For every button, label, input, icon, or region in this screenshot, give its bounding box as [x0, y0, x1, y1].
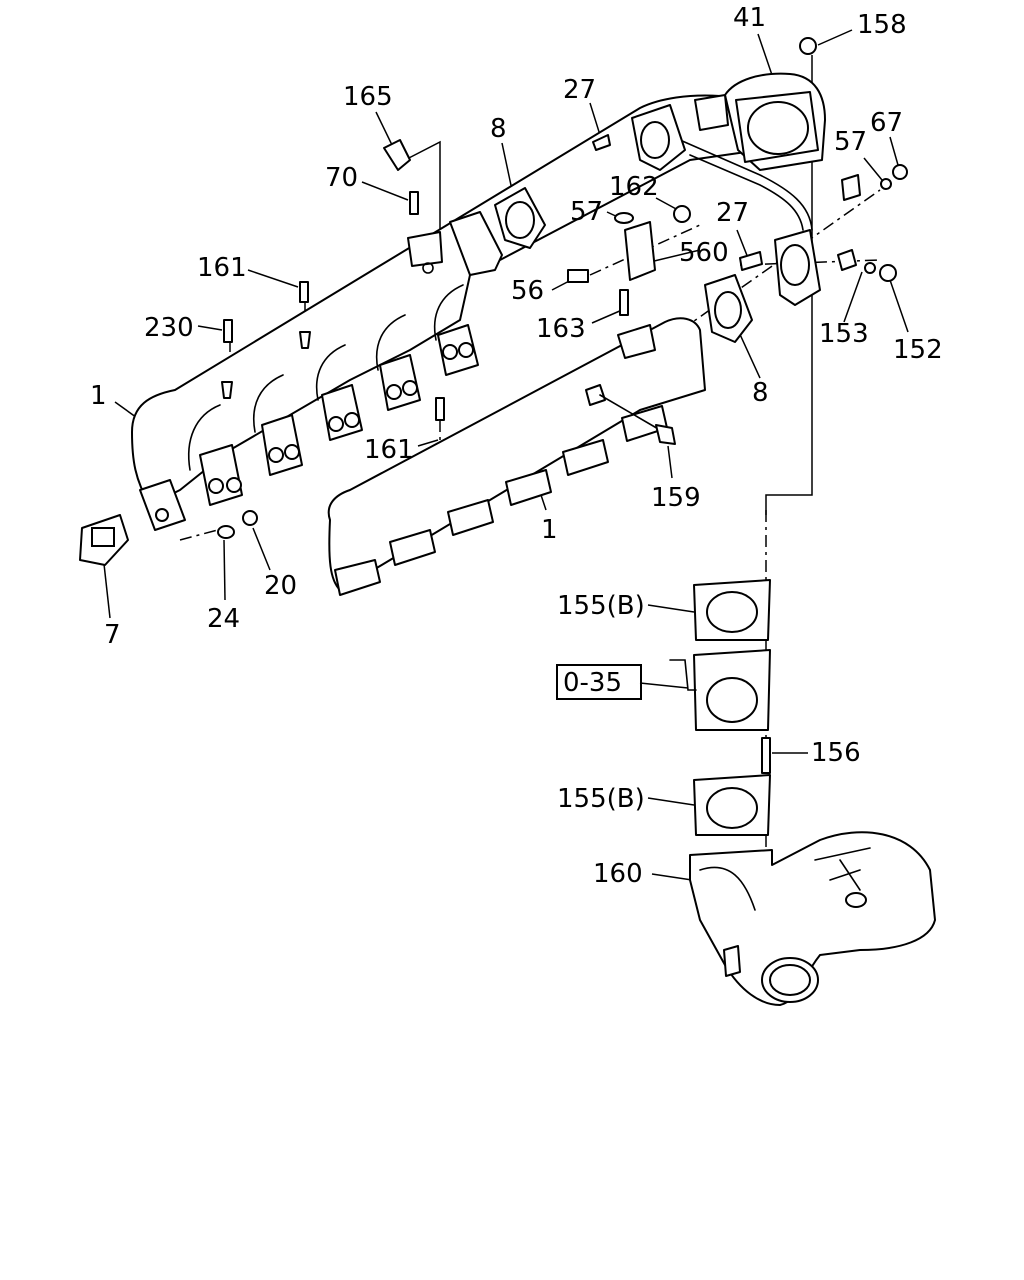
- label-153: 153: [819, 319, 869, 349]
- label-161-lower: 161: [364, 435, 414, 465]
- flange-gaskets: [494, 104, 821, 343]
- label-57-center: 57: [570, 197, 603, 227]
- label-560: 560: [679, 238, 729, 268]
- label-24: 24: [207, 604, 240, 634]
- label-158: 158: [857, 10, 907, 40]
- fasteners: [79, 37, 908, 774]
- label-1-upper: 1: [90, 381, 107, 411]
- label-165: 165: [343, 82, 393, 112]
- label-57-right: 57: [834, 127, 867, 157]
- label-162: 162: [609, 172, 659, 202]
- label-67: 67: [870, 108, 903, 138]
- label-27-upper: 27: [563, 75, 596, 105]
- exhaust-pipe-muffler: [689, 831, 936, 1006]
- label-41: 41: [733, 3, 766, 33]
- label-70: 70: [325, 163, 358, 193]
- label-160: 160: [593, 859, 643, 889]
- exhaust-brake-assembly: [669, 579, 771, 836]
- label-8-lower: 8: [752, 378, 769, 408]
- reference-box: [556, 664, 642, 700]
- label-163: 163: [536, 314, 586, 344]
- label-156: 156: [811, 738, 861, 768]
- label-27-right: 27: [716, 198, 749, 228]
- lower-exhaust-manifold: [327, 317, 706, 596]
- label-230: 230: [144, 313, 194, 343]
- label-0-35: 0-35: [563, 668, 622, 698]
- label-20: 20: [264, 571, 297, 601]
- turbo-outlet-housing: [679, 72, 861, 231]
- label-159: 159: [651, 483, 701, 513]
- label-7: 7: [104, 620, 121, 650]
- label-8-upper: 8: [490, 114, 507, 144]
- part-labels: 41 158 165 27 8 57 67 70 162 57 27 560 1…: [90, 3, 943, 889]
- label-161-upper: 161: [197, 253, 247, 283]
- label-155b-lower: 155(B): [557, 784, 645, 814]
- label-152: 152: [893, 335, 943, 365]
- label-56: 56: [511, 276, 544, 306]
- label-1-lower: 1: [541, 515, 558, 545]
- label-155b-upper: 155(B): [557, 591, 645, 621]
